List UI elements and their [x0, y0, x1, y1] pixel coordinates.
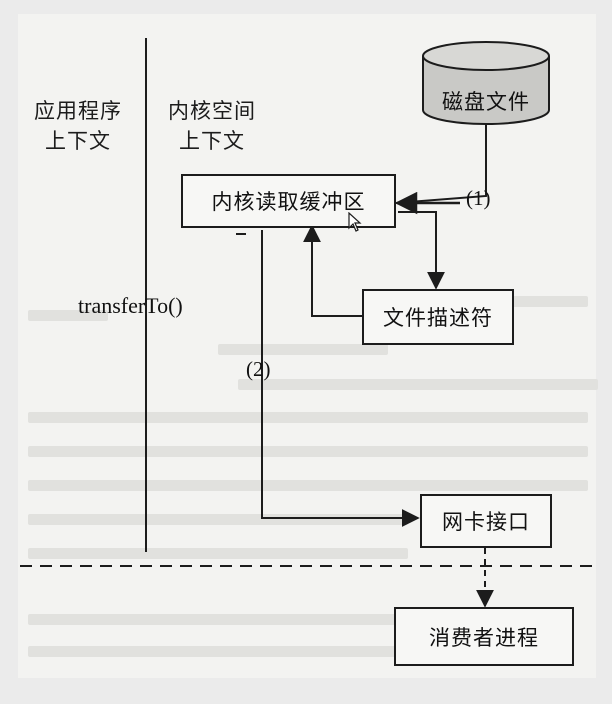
bleed-through-text	[28, 446, 588, 457]
bleed-through-text	[28, 412, 588, 423]
bleed-through-text	[28, 646, 408, 657]
buffer-to-nic-arrow	[261, 230, 420, 527]
mouse-cursor-icon	[348, 212, 362, 232]
descriptor-to-buffer-arrow	[303, 224, 362, 317]
bleed-through-text	[28, 514, 408, 525]
step-2-label: (2)	[246, 357, 271, 381]
disk-file-label: 磁盘文件	[442, 90, 530, 114]
bleed-through-text	[238, 379, 598, 390]
buffer-to-descriptor-arrow	[398, 211, 445, 290]
bleed-through-text	[28, 480, 588, 491]
step-1-label: (1)	[466, 186, 491, 210]
disk-to-buffer-line	[395, 124, 487, 204]
nic-interface-box: 网卡接口	[420, 494, 552, 548]
file-descriptor-box: 文件描述符	[362, 289, 514, 345]
transfer-to-call-label: transferTo()	[78, 293, 183, 318]
bleed-through-text	[28, 548, 408, 559]
bleed-through-text	[218, 344, 388, 355]
kernel-read-buffer-box: 内核读取缓冲区	[181, 174, 396, 228]
app-context-label: 应用程序 上下文	[34, 99, 122, 153]
bleed-through-text	[28, 310, 108, 321]
kernel-context-label: 内核空间 上下文	[168, 99, 256, 153]
bleed-through-text	[28, 614, 408, 625]
consumer-process-box: 消费者进程	[394, 607, 574, 666]
